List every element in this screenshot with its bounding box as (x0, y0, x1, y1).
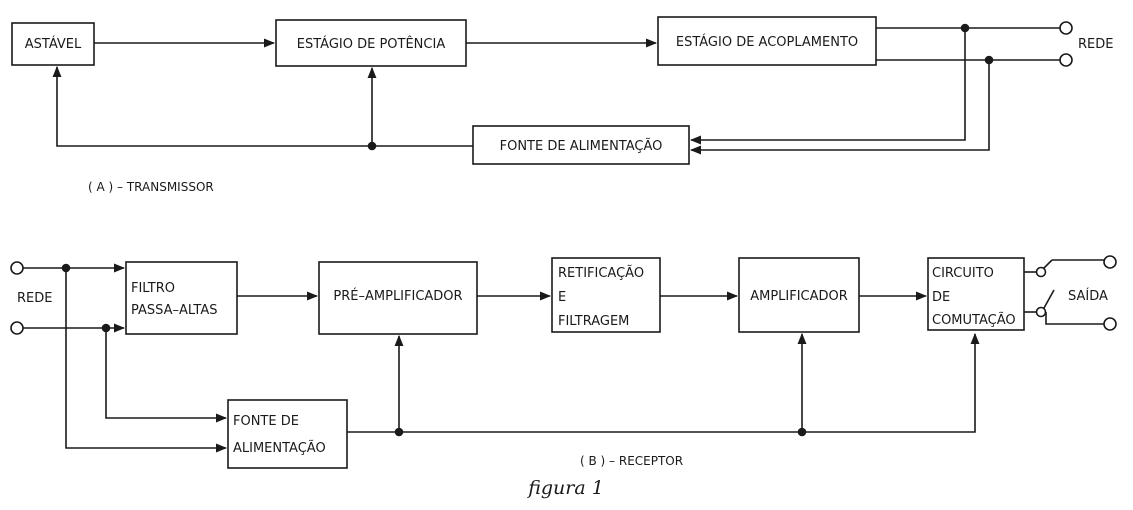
junction-dot (61, 263, 71, 273)
pre-amplificador-label: PRÉ–AMPLIFICADOR (333, 288, 462, 304)
wire-rede-bottom-to-fonte (105, 328, 228, 423)
astavel-block (11, 22, 95, 66)
estagio-acoplamento-block (657, 16, 877, 66)
pre-amplificador-block (318, 261, 478, 335)
section-label-receptor: ( B ) – RECEPTOR (580, 454, 683, 468)
junction-dot (367, 141, 377, 151)
figure-caption: figura 1 (526, 477, 604, 499)
amplificador-block (738, 257, 860, 333)
relay-switch-icon (1024, 259, 1104, 325)
junction-dot (960, 23, 970, 33)
wire-rede-to-fonte-bottom (689, 60, 990, 155)
retificacao-label-line2: E (558, 290, 566, 305)
receiver-section (10, 255, 1117, 469)
rede-label-tx: REDE (1078, 37, 1113, 52)
estagio-potencia-label: ESTÁGIO DE POTÊNCIA (297, 36, 446, 52)
filtro-label-line1: FILTRO (131, 281, 175, 296)
rede-label-rx: REDE (17, 291, 52, 306)
comutacao-label-line3: COMUTAÇÃO (932, 312, 1016, 328)
retificacao-filtragem-block (551, 257, 661, 333)
astavel-label: ASTÁVEL (25, 36, 82, 52)
fonte-alimentacao-block-tx (472, 125, 690, 165)
retificacao-label-line1: RETIFICAÇÃO (558, 265, 644, 281)
junction-dot (101, 323, 111, 333)
rede-input-terminal-top (10, 261, 24, 275)
rede-terminal-bottom (1059, 53, 1073, 67)
comutacao-label-line2: DE (932, 290, 950, 305)
retificacao-label-line3: FILTRAGEM (558, 314, 629, 329)
junction-dot (394, 427, 404, 437)
fonte-rx-label-line1: FONTE DE (233, 414, 299, 429)
circuito-comutacao-block (927, 257, 1025, 331)
rede-terminal-top (1059, 21, 1073, 35)
saida-terminal-bottom (1103, 317, 1117, 331)
saida-label: SAÍDA (1068, 288, 1108, 304)
filtro-passa-altas-block (125, 261, 238, 335)
section-label-transmissor: ( A ) – TRANSMISSOR (88, 180, 214, 194)
fonte-alimentacao-label: FONTE DE ALIMENTAÇÃO (500, 138, 663, 154)
wire-fonte-power-bus (347, 332, 980, 433)
transmitter-section (11, 16, 1073, 165)
labels: ASTÁVEL ESTÁGIO DE POTÊNCIA ESTÁGIO DE A… (17, 34, 1113, 499)
wire-rede-to-fonte-top (689, 28, 966, 145)
estagio-acoplamento-label: ESTÁGIO DE ACOPLAMENTO (676, 34, 858, 50)
saida-terminal-top (1103, 255, 1117, 269)
amplificador-label: AMPLIFICADOR (750, 289, 848, 304)
wire-rede-top-to-fonte (65, 268, 228, 453)
junction-dot (984, 55, 994, 65)
rede-input-terminal-bottom (10, 321, 24, 335)
junction-dot (797, 427, 807, 437)
filtro-label-line2: PASSA–ALTAS (131, 303, 217, 318)
fonte-alimentacao-block-rx (227, 399, 348, 469)
wire-fonte-to-astavel (52, 65, 372, 147)
fonte-rx-label-line2: ALIMENTAÇÃO (233, 440, 326, 456)
comutacao-label-line1: CIRCUITO (932, 266, 994, 281)
